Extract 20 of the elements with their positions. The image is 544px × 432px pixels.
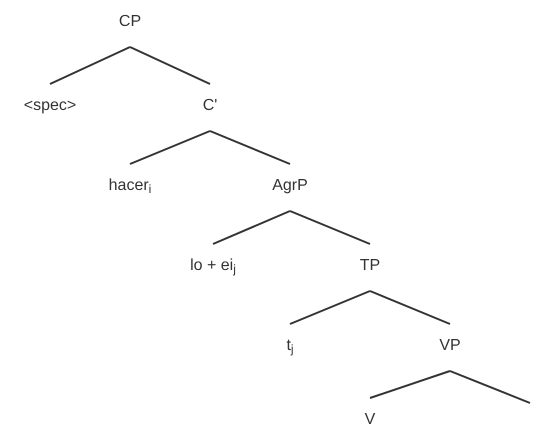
tree-branch [290,290,370,325]
tree-branch [290,210,370,245]
tree-branch [210,130,290,165]
tree-node-label: AgrP [272,177,308,194]
tree-node-label: C' [202,97,218,114]
tree-node-label: CP [118,13,142,30]
tree-node-label: VP [439,337,461,354]
tree-branch [370,290,450,325]
tree-node-label: V [364,411,376,428]
tree-branch [50,46,130,85]
tree-branch [130,46,210,85]
tree-node-label: lo + ei$_{j}$ [190,257,236,274]
tree-branch [450,370,530,404]
tree-node-label: hacer$_{i}$ [108,177,152,194]
tree-branch [370,370,450,399]
tree-node-label: t$_{j}$ [286,337,294,354]
tree-node-label: TP [360,257,380,274]
tree-branch [130,130,210,165]
tree-branch [212,210,290,245]
tree-node-label: <spec> [24,97,76,114]
